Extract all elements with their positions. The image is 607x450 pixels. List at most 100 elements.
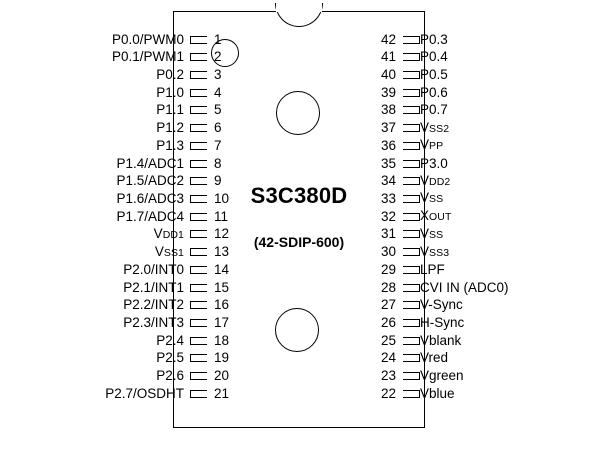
pin-number-label: 14 — [214, 261, 230, 277]
pin-number-label: 7 — [214, 137, 222, 153]
pin-signal-label: P1.6/ADC3 — [116, 190, 184, 206]
pin-signal-label: V-Sync — [420, 297, 463, 313]
pin-signal-label: P2.5 — [156, 350, 184, 366]
pin-signal-label: P1.3 — [156, 137, 184, 153]
pin-lead — [403, 141, 420, 150]
pin-signal-label: P2.7/OSDHT — [105, 385, 184, 401]
pin-signal-label: P1.4/ADC1 — [116, 155, 184, 171]
pin-row: P2.7/OSDHT 21 — [0, 385, 240, 403]
pin-number-label: 18 — [214, 332, 230, 348]
pin-signal-label: Vblue — [420, 385, 455, 401]
die-mark-lower-circle — [275, 308, 319, 352]
pin-number-label: 33 — [380, 190, 396, 206]
pin-row: 22 Vblue — [370, 385, 607, 403]
pin-lead — [190, 53, 207, 62]
pin-lead — [403, 319, 420, 328]
pin-number-label: 30 — [380, 244, 396, 260]
pin-row: P2.4 18 — [0, 332, 240, 350]
pin-number-label: 21 — [214, 385, 230, 401]
pin-signal-label: VDD2 — [420, 172, 451, 188]
pin-row: 24 Vred — [370, 349, 607, 367]
pin-number-label: 38 — [380, 102, 396, 118]
pin-lead — [403, 283, 420, 292]
pin-row: 25 Vblank — [370, 332, 607, 350]
pin-number-label: 2 — [214, 49, 222, 65]
pin-signal-label: CVI IN (ADC0) — [420, 279, 509, 295]
pin-number-label: 16 — [214, 297, 230, 313]
pin-signal-label: Vblank — [420, 332, 462, 348]
pin-number-label: 12 — [214, 226, 230, 242]
pin-signal-label: P2.1/INT1 — [123, 279, 184, 295]
pin-lead — [403, 124, 420, 133]
pin-number-label: 23 — [380, 368, 396, 384]
pin-number-label: 25 — [380, 332, 396, 348]
pin-lead — [190, 319, 207, 328]
pin-signal-label: P0.6 — [420, 84, 448, 100]
pin-lead — [403, 70, 420, 79]
pin-signal-label: Vred — [420, 350, 449, 366]
part-number-label: S3C380D — [250, 183, 348, 208]
pin-signal-label: P1.5/ADC2 — [116, 173, 184, 189]
pin-row: 30 VSS3 — [370, 243, 607, 261]
pin-row: P2.5 19 — [0, 349, 240, 367]
pin-number-label: 29 — [380, 261, 396, 277]
pin-lead — [403, 265, 420, 274]
pin-lead — [190, 372, 207, 381]
pin-lead — [190, 354, 207, 363]
pin-lead — [190, 35, 207, 44]
chip-body-outline — [173, 11, 425, 428]
pin-lead — [190, 194, 207, 203]
pin-number-label: 15 — [214, 279, 230, 295]
pin-signal-label: Vgreen — [420, 368, 464, 384]
pin-signal-label: VSS — [420, 225, 444, 241]
pin-number-label: 6 — [214, 120, 222, 136]
pin-lead — [190, 70, 207, 79]
pin-signal-label: P0.7 — [420, 102, 448, 118]
pin-number-label: 4 — [214, 84, 222, 100]
die-mark-mid-circle — [276, 91, 320, 135]
pin-lead — [190, 88, 207, 97]
pin-signal-label: VSS2 — [420, 119, 450, 135]
pin-signal-label: P2.4 — [156, 332, 184, 348]
pin-row: P1.5/ADC2 9 — [0, 172, 240, 190]
pin-number-label: 17 — [214, 315, 230, 331]
pin-lead — [190, 212, 207, 221]
pin-lead — [190, 230, 207, 239]
pin-lead — [403, 336, 420, 345]
pin-row: 23 Vgreen — [370, 367, 607, 385]
chip-notch-cover — [276, 3, 322, 12]
pin-row: VDD1 12 — [0, 225, 240, 243]
pin-signal-label: VDD1 — [153, 225, 184, 241]
pin-number-label: 28 — [380, 279, 396, 295]
pin-row: P1.3 7 — [0, 137, 240, 155]
pin-number-label: 19 — [214, 350, 230, 366]
pin-number-label: 31 — [380, 226, 396, 242]
pin-number-label: 9 — [214, 173, 222, 189]
pin-lead — [403, 212, 420, 221]
pin-lead — [403, 248, 420, 257]
pin-signal-label: XOUT — [420, 208, 452, 224]
pin-lead — [403, 372, 420, 381]
pin-row: 31 VSS — [370, 225, 607, 243]
pin-number-label: 24 — [380, 350, 396, 366]
pin-signal-label: VSS3 — [420, 243, 450, 259]
pin-signal-label: P0.3 — [420, 31, 448, 47]
pin-number-label: 20 — [214, 368, 230, 384]
pin-lead — [190, 336, 207, 345]
pin-number-label: 22 — [380, 385, 396, 401]
pin-signal-label: P0.5 — [420, 66, 448, 82]
pin-row: P2.1/INT1 15 — [0, 279, 240, 297]
pin-lead — [190, 141, 207, 150]
pin-number-label: 40 — [380, 66, 396, 82]
